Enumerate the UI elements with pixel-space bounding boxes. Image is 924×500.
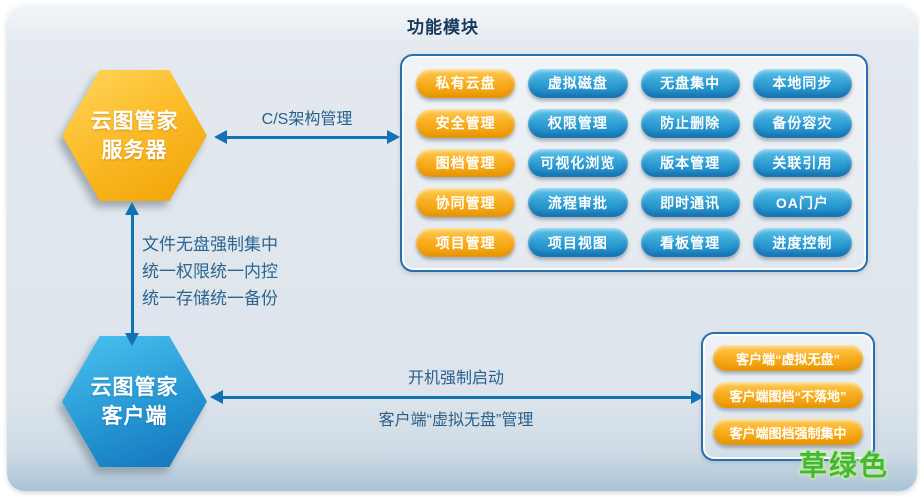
module-pill: 安全管理 bbox=[416, 108, 516, 138]
server-hexagon-line2: 服务器 bbox=[101, 138, 168, 162]
module-pill: 即时通讯 bbox=[640, 188, 740, 218]
client-feature-pill: 客户端图档“不落地” bbox=[713, 382, 863, 408]
server-hexagon-shape: 云图管家 服务器 bbox=[62, 70, 207, 201]
cs-architecture-arrow bbox=[214, 130, 400, 144]
module-pill: 私有云盘 bbox=[416, 69, 516, 98]
center-link-line2: 统一权限统一内控 bbox=[142, 262, 278, 281]
module-pill: 虚拟磁盘 bbox=[528, 69, 628, 98]
module-pill: 看板管理 bbox=[640, 228, 740, 257]
module-pill: 备份容灾 bbox=[752, 108, 852, 138]
module-pill: 图档管理 bbox=[416, 148, 516, 178]
client-features-stack: 客户端“虚拟无盘” 客户端图档“不落地” 客户端图档强制集中 bbox=[701, 332, 875, 461]
module-pill: 版本管理 bbox=[640, 148, 740, 178]
module-pill: 防止删除 bbox=[640, 108, 740, 138]
module-pill: 流程审批 bbox=[528, 188, 628, 218]
client-manage-arrow bbox=[210, 390, 704, 404]
center-link-line1: 文件无盘强制集中 bbox=[142, 235, 278, 254]
client-feature-pill: 客户端“虚拟无盘” bbox=[713, 345, 863, 371]
center-link-line3: 统一存储统一备份 bbox=[142, 289, 278, 308]
client-hexagon-line2: 客户端 bbox=[101, 404, 168, 428]
server-client-arrow bbox=[125, 202, 139, 346]
cs-architecture-label: C/S架构管理 bbox=[261, 111, 353, 128]
boot-label: 开机强制启动 bbox=[407, 370, 504, 387]
client-hexagon-shape: 云图管家 客户端 bbox=[62, 336, 207, 467]
center-link-text: 文件无盘强制集中 统一权限统一内控 统一存储统一备份 bbox=[142, 231, 322, 312]
modules-grid: 私有云盘 虚拟磁盘 无盘集中 本地同步 安全管理 权限管理 防止删除 备份容灾 … bbox=[400, 54, 868, 272]
server-hexagon-line1: 云图管家 bbox=[90, 109, 179, 133]
module-pill: 无盘集中 bbox=[640, 69, 740, 98]
module-pill: 本地同步 bbox=[752, 69, 852, 98]
module-pill: 可视化浏览 bbox=[528, 148, 628, 178]
module-pill: OA门户 bbox=[752, 188, 852, 218]
client-hexagon-line1: 云图管家 bbox=[90, 375, 179, 399]
module-pill: 权限管理 bbox=[528, 108, 628, 138]
client-hexagon: 云图管家 客户端 bbox=[62, 336, 207, 467]
manage-label: 客户端“虚拟无盘”管理 bbox=[378, 412, 534, 429]
module-pill: 进度控制 bbox=[752, 228, 852, 257]
modules-title: 功能模块 bbox=[407, 18, 479, 37]
module-pill: 项目视图 bbox=[528, 228, 628, 257]
module-pill: 协同管理 bbox=[416, 188, 516, 218]
module-pill: 关联引用 bbox=[752, 148, 852, 178]
server-hexagon: 云图管家 服务器 bbox=[62, 70, 207, 201]
watermark-text: 草绿色 bbox=[799, 450, 890, 481]
client-feature-pill: 客户端图档强制集中 bbox=[713, 419, 863, 445]
module-pill: 项目管理 bbox=[416, 228, 516, 257]
